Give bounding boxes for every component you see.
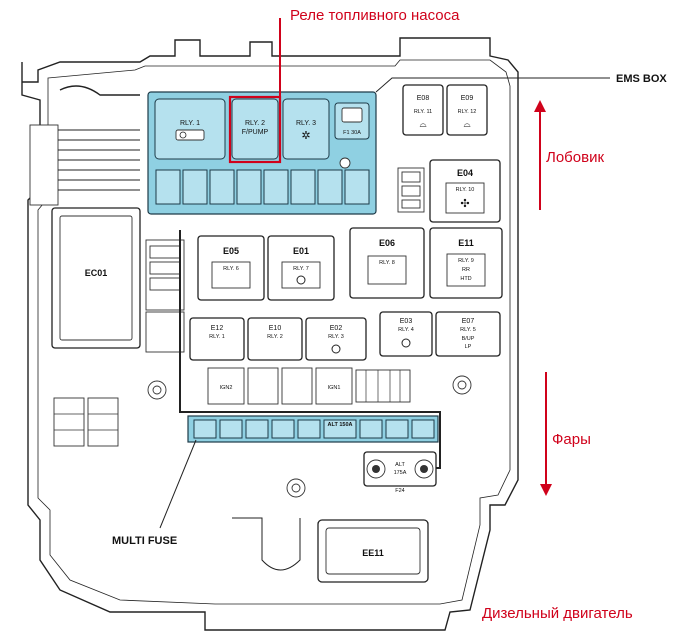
svg-text:F24: F24: [395, 488, 404, 494]
ems-relay-1[interactable]: [154, 98, 226, 160]
ign2-label: IGN2: [220, 385, 233, 391]
ems-relay-2-fuel-pump[interactable]: [231, 98, 279, 160]
fan-icon: ✣: [460, 198, 469, 210]
svg-text:E04: E04: [457, 168, 473, 178]
ems-bolt: [339, 157, 351, 169]
ems-mini-fuses: [155, 169, 370, 205]
svg-text:EC01: EC01: [85, 268, 108, 278]
svg-text:HTD: HTD: [460, 276, 471, 282]
relay-e07[interactable]: E07 RLY. 5 B/UP LP: [435, 311, 501, 357]
ign-fuse-row: IGN2 IGN1: [207, 367, 353, 405]
small-fuse-grid: [355, 369, 411, 403]
windshield-label: Лобовик: [546, 149, 604, 166]
alt-175-fuse[interactable]: ALT 175A F24: [363, 451, 437, 494]
multi-fuse-callout-line: [159, 439, 197, 529]
ign1-label: IGN1: [328, 385, 341, 391]
svg-text:E09: E09: [461, 95, 474, 102]
small-fuse-cluster: [397, 167, 425, 213]
cooling-icon: ✲: [301, 130, 310, 142]
ems-relay-2-sub: F/PUMP: [242, 129, 269, 136]
ems-relay-2-label: RLY. 2: [245, 120, 265, 127]
spare-fuses: [53, 397, 119, 447]
svg-text:E12: E12: [211, 325, 224, 332]
relay-e06[interactable]: E06 RLY. 8: [349, 227, 425, 299]
svg-text:E10: E10: [269, 325, 282, 332]
diesel-engine-label: Дизельный двигатель: [482, 605, 633, 622]
svg-text:RLY. 8: RLY. 8: [379, 260, 395, 266]
fuse-box-housing: [21, 37, 519, 631]
headlights-label: Фары: [552, 431, 591, 448]
ems-box-callout-line: [375, 77, 610, 93]
housing-inner-edge: [37, 59, 511, 605]
svg-text:ALT: ALT: [395, 462, 405, 468]
svg-text:EE11: EE11: [362, 548, 384, 558]
horn-icon: [331, 344, 341, 354]
svg-text:RLY. 9: RLY. 9: [458, 258, 474, 264]
wiper-icon: ⌓: [463, 119, 470, 129]
svg-text:E01: E01: [293, 246, 309, 256]
relay-e08[interactable]: E08 RLY. 11 ⌓: [402, 84, 444, 136]
relay-e12[interactable]: E12 RLY. 1: [189, 317, 245, 361]
svg-text:E08: E08: [417, 95, 430, 102]
relay-e05[interactable]: E05 RLY. 6: [197, 235, 265, 301]
svg-text:RLY. 6: RLY. 6: [223, 266, 239, 272]
relay-e09[interactable]: E09 RLY. 12 ⌓: [446, 84, 488, 136]
svg-text:RLY. 5: RLY. 5: [460, 327, 476, 333]
svg-text:RLY. 7: RLY. 7: [293, 266, 309, 272]
ems-relay-3-label: RLY. 3: [296, 120, 316, 127]
wiper-icon: ⌓: [419, 119, 426, 129]
svg-text:RLY. 1: RLY. 1: [209, 334, 225, 340]
svg-text:E05: E05: [223, 246, 239, 256]
ems-fuse-f1-label: F1 30A: [343, 130, 361, 136]
svg-text:RLY. 12: RLY. 12: [458, 109, 477, 115]
svg-text:RR: RR: [462, 267, 470, 273]
svg-text:E06: E06: [379, 238, 395, 248]
ems-box: RLY. 1 RLY. 2 F/PUMP RLY. 3 ✲ F1 30A: [147, 91, 377, 215]
ems-box-label: EMS BOX: [616, 73, 667, 85]
relay-e03[interactable]: E03 RLY. 4: [379, 311, 433, 357]
svg-text:LP: LP: [465, 344, 472, 350]
connector-ec01[interactable]: EC01: [51, 207, 141, 349]
svg-text:E11: E11: [458, 238, 474, 248]
left-fuse-stack: [145, 239, 185, 353]
svg-text:175A: 175A: [394, 470, 407, 476]
relay-e11[interactable]: E11 RLY. 9 RR HTD: [429, 227, 503, 299]
fuel-pump-highlight: [228, 95, 282, 164]
multi-fuse-strip[interactable]: ALT 150A: [187, 415, 439, 443]
fan-icon: [175, 129, 205, 141]
svg-text:E03: E03: [400, 318, 413, 325]
relay-e02[interactable]: E02 RLY. 3: [305, 317, 367, 361]
ems-relay-1-label: RLY. 1: [180, 120, 200, 127]
relay-e10[interactable]: E10 RLY. 2: [247, 317, 303, 361]
svg-text:RLY. 2: RLY. 2: [267, 334, 283, 340]
wire-harness: [29, 85, 140, 206]
svg-text:B/UP: B/UP: [462, 336, 475, 342]
alt150-label: ALT 150A: [328, 422, 353, 428]
relay-e01[interactable]: E01 RLY. 7: [267, 235, 335, 301]
fuel-pump-relay-title: Реле топливного насоса: [290, 7, 460, 24]
svg-text:RLY. 10: RLY. 10: [456, 187, 475, 193]
relay-e04[interactable]: E04 RLY. 10 ✣: [429, 159, 501, 223]
horn-icon: [401, 338, 411, 348]
bottom-bracket: [232, 517, 301, 571]
ems-relay-3[interactable]: [282, 98, 330, 160]
connector-ee11[interactable]: EE11: [317, 519, 429, 583]
svg-text:RLY. 3: RLY. 3: [328, 334, 344, 340]
horn-icon: [296, 275, 306, 285]
svg-text:RLY. 11: RLY. 11: [414, 109, 432, 115]
svg-text:E07: E07: [462, 318, 475, 325]
svg-text:RLY. 4: RLY. 4: [398, 327, 414, 333]
svg-text:E02: E02: [330, 325, 343, 332]
multi-fuse-label: MULTI FUSE: [112, 535, 177, 547]
